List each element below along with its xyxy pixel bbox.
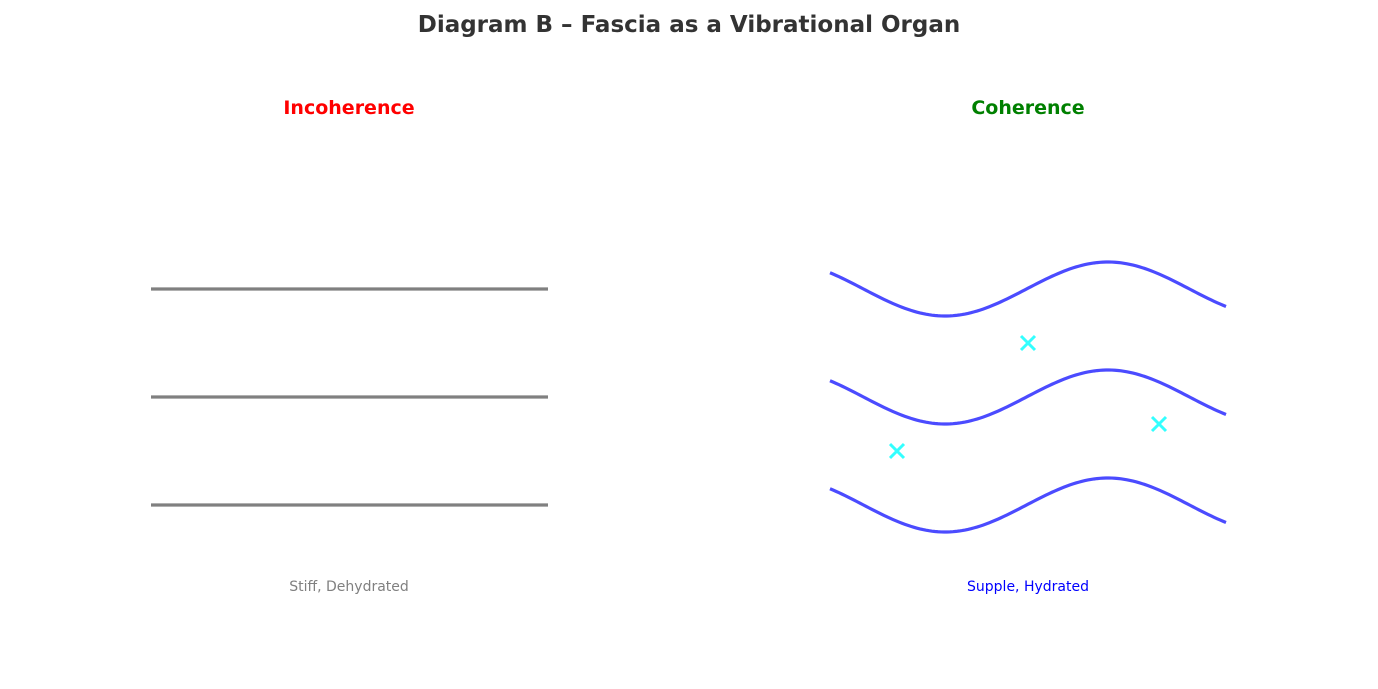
incoherence-heading: Incoherence: [283, 97, 415, 119]
supple-fiber-wave: [829, 368, 1227, 426]
supple-fiber-wave: [829, 476, 1227, 534]
coherence-heading: Coherence: [971, 97, 1085, 119]
incoherence-caption: Stiff, Dehydrated: [289, 579, 409, 595]
supple-fiber-wave: [829, 260, 1227, 318]
cross-marker-icon: [1150, 415, 1168, 433]
cross-marker-icon: [1019, 334, 1037, 352]
diagram-title: Diagram B – Fascia as a Vibrational Orga…: [417, 12, 961, 38]
coherence-caption: Supple, Hydrated: [967, 579, 1089, 595]
cross-marker-icon: [888, 442, 906, 460]
